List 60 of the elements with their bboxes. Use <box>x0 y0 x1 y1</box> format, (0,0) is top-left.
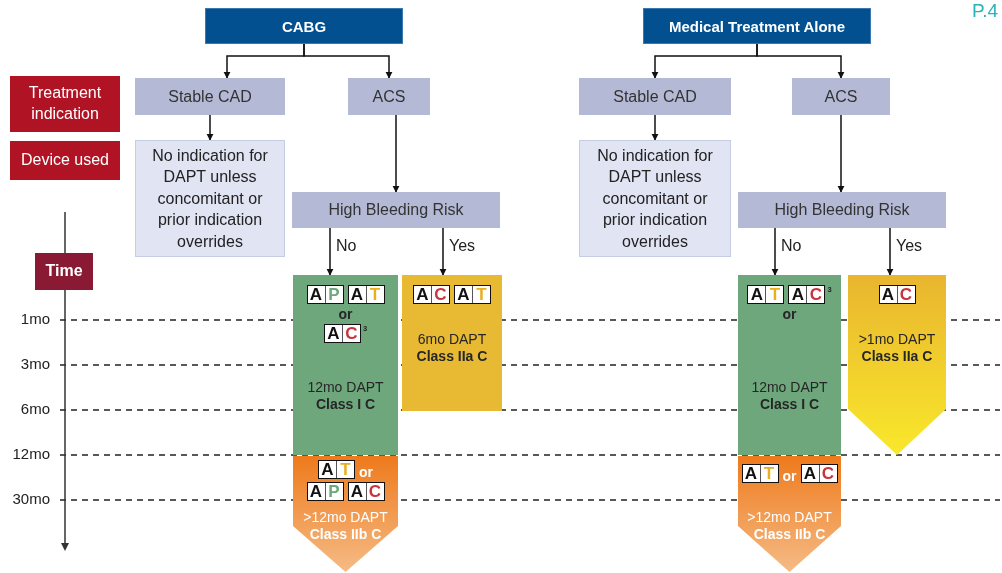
category-box: Stable CAD <box>135 78 285 115</box>
time-label: 3mo <box>19 355 50 372</box>
drug-code-tile: A T <box>454 285 491 304</box>
arrow <box>771 227 779 276</box>
drug-code-tile: A P <box>306 482 344 501</box>
arrow <box>756 43 845 79</box>
time-label: 12mo <box>11 445 50 462</box>
edge-label: Yes <box>896 238 923 254</box>
arrow <box>837 114 845 193</box>
class-text: Class I C <box>759 395 820 413</box>
duration-text: >12mo DAPT <box>747 509 832 526</box>
drug-code-tile: A P <box>306 285 344 304</box>
class-text: Class IIb C <box>309 525 382 543</box>
class-text: Class IIa C <box>416 347 488 365</box>
treatment-header: CABG <box>205 8 403 44</box>
duration-text: >12mo DAPT <box>303 509 388 526</box>
class-text: Class IIa C <box>861 347 933 365</box>
duration-text: 12mo DAPT <box>307 379 384 396</box>
arrow <box>439 227 447 276</box>
drug-code-tile: A C <box>878 285 916 304</box>
edge-label: No <box>781 238 802 254</box>
duration-text: 12mo DAPT <box>751 379 828 396</box>
edge-label: Yes <box>449 238 476 254</box>
category-box: Stable CAD <box>579 78 731 115</box>
drug-code-tile: A C <box>413 285 450 304</box>
or-text: or <box>359 465 373 479</box>
drug-code-tile: A T <box>347 285 385 304</box>
row-label: Treatment indication <box>10 76 120 132</box>
edge-label: No <box>336 238 357 254</box>
time-label: 1mo <box>19 310 50 327</box>
category-box: High Bleeding Risk <box>738 192 946 228</box>
category-box: ACS <box>348 78 430 115</box>
row-label: Device used <box>10 141 120 180</box>
class-text: Class IIb C <box>753 525 826 543</box>
drug-code-tile: A T <box>747 285 785 304</box>
time-label: 30mo <box>11 490 50 507</box>
drug-code-tile: A T <box>741 464 779 483</box>
page-number: P.4 <box>971 0 998 22</box>
class-text: Class I C <box>315 395 376 413</box>
drug-code-tile: A T <box>318 460 355 479</box>
arrow <box>392 114 400 193</box>
treatment-header: Medical Treatment Alone <box>643 8 871 44</box>
category-box: ACS <box>792 78 890 115</box>
note-box: No indication for DAPT unless concomitant or prior indication overrides <box>135 140 285 257</box>
arrow <box>326 227 334 276</box>
arrow <box>303 43 393 79</box>
note-box: No indication for DAPT unless concomitant or prior indication overrides <box>579 140 731 257</box>
axis-label: Time <box>35 253 93 290</box>
arrow <box>651 114 659 141</box>
drug-code-tile: A C <box>800 464 838 483</box>
time-label: 6mo <box>19 400 50 417</box>
duration-text: >1mo DAPT <box>858 331 936 348</box>
or-text: or <box>782 307 797 321</box>
category-box: High Bleeding Risk <box>292 192 500 228</box>
or-text: or <box>338 307 353 321</box>
drug-code-tile: A C <box>347 482 385 501</box>
arrow <box>886 227 894 276</box>
arrow <box>206 114 214 141</box>
or-text: or <box>782 469 797 483</box>
duration-text: 6mo DAPT <box>417 331 487 348</box>
